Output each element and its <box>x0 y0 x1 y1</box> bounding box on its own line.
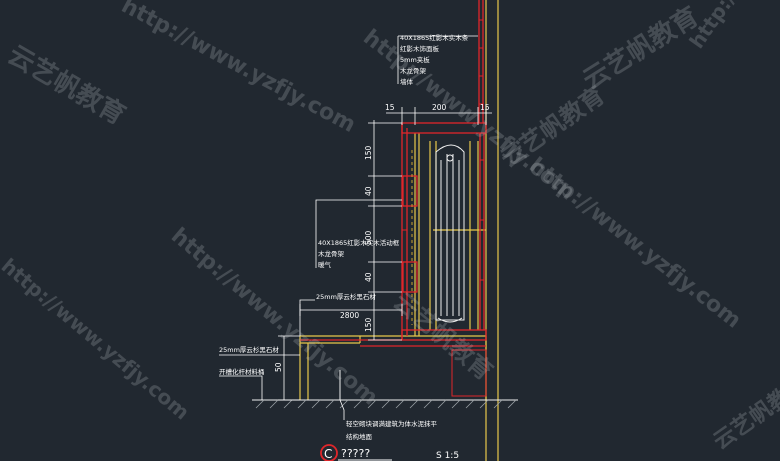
middle-annotation-group: 40X1865红影木实木活动框 木龙骨架 暖气 <box>318 238 400 269</box>
dim-15-right: 15 <box>480 103 490 112</box>
dim-150-top: 150 <box>364 145 373 160</box>
middle-note-1: 木龙骨架 <box>318 249 345 258</box>
dim-40-bottom: 40 <box>364 272 373 282</box>
top-note-1: 红影木饰面板 <box>400 44 440 53</box>
timber-ticks <box>402 19 484 281</box>
top-note-0: 40X1865红影木实木条 <box>400 33 469 42</box>
section-marker-letter: C <box>324 447 332 461</box>
top-note-4: 墙体 <box>400 77 414 86</box>
dimension-texts: 15 200 15 2800 <box>340 103 490 320</box>
dim-15-left: 15 <box>385 103 395 112</box>
dim-150-bottom: 150 <box>364 317 373 332</box>
radiator <box>411 144 465 325</box>
top-note-3: 木龙骨架 <box>400 66 427 75</box>
bottom-annotation-group: 轻空砌块调满建筑为体水泥抹平 结构地面 <box>346 419 438 441</box>
section-marker-circle <box>320 444 338 461</box>
top-annotation-group: 40X1865红影木实木条 红影木饰面板 5mm夹板 木龙骨架 墙体 <box>400 33 469 86</box>
section-title: ????? <box>341 447 370 460</box>
stone-label-lower: 25mm厚云杉黑石材 <box>219 345 279 354</box>
stone-annotations: 25mm厚云杉黑石材 25mm厚云杉黑石材 开槽化杆材料桶 <box>219 292 376 376</box>
stone-label-upper: 25mm厚云杉黑石材 <box>316 292 376 301</box>
dim-500: 500 <box>364 230 373 245</box>
floor-label: 开槽化杆材料桶 <box>219 367 265 376</box>
dim-50: 50 <box>274 362 283 372</box>
dimension-texts-vertical: 150 40 500 40 150 50 <box>274 145 373 372</box>
top-note-2: 5mm夹板 <box>400 55 430 64</box>
dim-2800: 2800 <box>340 311 359 320</box>
bottom-note-1: 结构地面 <box>346 432 373 441</box>
title-block: C ????? S 1:5 <box>320 444 459 461</box>
middle-note-2: 暖气 <box>318 260 332 269</box>
middle-note-0: 40X1865红影木实木活动框 <box>318 238 400 247</box>
dimension-lines <box>278 107 492 401</box>
leader-lines <box>219 35 478 420</box>
dim-40-top: 40 <box>364 186 373 196</box>
dim-200: 200 <box>432 103 447 112</box>
scale-label: S 1:5 <box>436 451 459 461</box>
bottom-note-0: 轻空砌块调满建筑为体水泥抹平 <box>346 419 438 428</box>
